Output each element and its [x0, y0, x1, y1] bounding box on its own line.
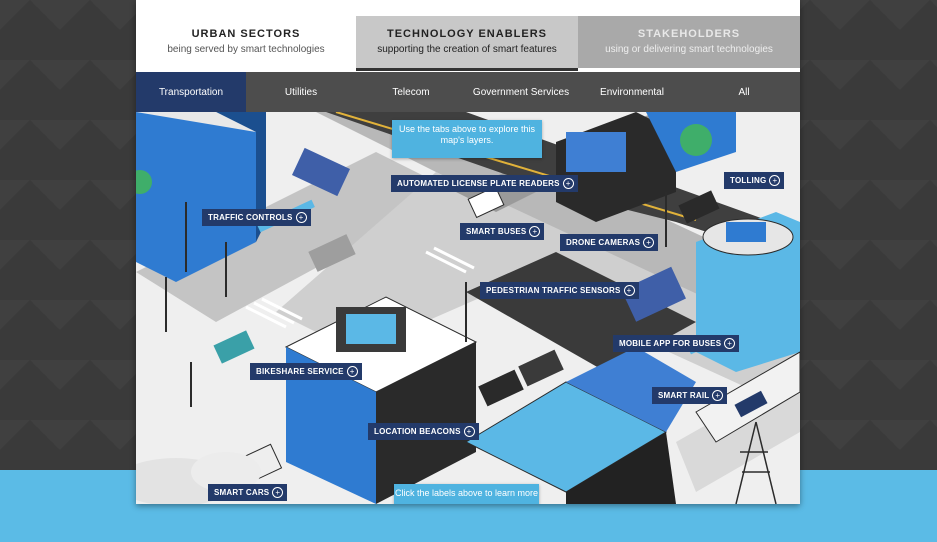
label-text: MOBILE APP FOR BUSES	[619, 339, 722, 348]
label-mobile-app-for-buses[interactable]: MOBILE APP FOR BUSES+	[613, 335, 740, 352]
tab-subtitle: supporting the creation of smart feature…	[377, 44, 557, 55]
plus-circle-icon: +	[724, 338, 736, 349]
label-traffic-controls[interactable]: TRAFFIC CONTROLS+	[202, 209, 311, 226]
plus-circle-icon: +	[623, 285, 635, 296]
tip-click-labels: Click the labels above to learn more	[394, 484, 539, 504]
city-illustration	[136, 112, 800, 504]
plus-circle-icon: +	[346, 366, 358, 377]
label-text: SMART BUSES	[466, 227, 527, 236]
label-text: PEDESTRIAN TRAFFIC SENSORS	[486, 286, 621, 295]
tab-title: STAKEHOLDERS	[637, 28, 741, 40]
smart-city-map-panel: URBAN SECTORS being served by smart tech…	[136, 0, 800, 504]
label-location-beacons[interactable]: LOCATION BEACONS+	[368, 423, 479, 440]
label-drone-cameras[interactable]: DRONE CAMERAS+	[560, 234, 659, 251]
label-text: TOLLING	[730, 176, 767, 185]
label-smart-rail[interactable]: SMART RAIL+	[652, 387, 728, 404]
label-text: BIKESHARE SERVICE	[256, 367, 344, 376]
label-text: DRONE CAMERAS	[566, 238, 641, 247]
tab-subtitle: being served by smart technologies	[167, 44, 325, 55]
plus-circle-icon: +	[272, 487, 284, 498]
plus-circle-icon: +	[643, 237, 655, 248]
tip-use-tabs: Use the tabs above to explore this map's…	[392, 120, 542, 158]
tab-urban-sectors[interactable]: URBAN SECTORS being served by smart tech…	[136, 16, 356, 68]
label-smart-cars[interactable]: SMART CARS+	[208, 484, 288, 501]
plus-circle-icon: +	[562, 178, 574, 189]
nav-tab-telecom[interactable]: Telecom	[392, 86, 430, 98]
plus-circle-icon: +	[295, 212, 307, 223]
tab-title: URBAN SECTORS	[191, 28, 301, 40]
nav-tab-all[interactable]: All	[738, 86, 750, 98]
nav-tab-utilities[interactable]: Utilities	[284, 86, 318, 98]
plus-circle-icon: +	[529, 226, 541, 237]
label-tolling[interactable]: TOLLING+	[724, 172, 785, 189]
label-text: SMART RAIL	[658, 391, 710, 400]
label-pedestrian-traffic-sensors[interactable]: PEDESTRIAN TRAFFIC SENSORS+	[480, 282, 639, 299]
plus-circle-icon: +	[712, 390, 724, 401]
tab-stakeholders[interactable]: STAKEHOLDERS using or delivering smart t…	[578, 16, 800, 68]
label-text: LOCATION BEACONS	[374, 427, 461, 436]
nav-tab-transportation[interactable]: Transportation	[136, 72, 246, 112]
label-text: SMART CARS	[214, 488, 270, 497]
tab-title: TECHNOLOGY ENABLERS	[387, 28, 547, 40]
tab-subtitle: using or delivering smart technologies	[605, 44, 773, 55]
label-text: AUTOMATED LICENSE PLATE READERS	[397, 179, 560, 188]
plus-circle-icon: +	[769, 175, 781, 186]
city-map: Use the tabs above to explore this map's…	[136, 112, 800, 504]
label-bikeshare-service[interactable]: BIKESHARE SERVICE+	[250, 363, 362, 380]
label-smart-buses[interactable]: SMART BUSES+	[460, 223, 545, 240]
tab-technology-enablers[interactable]: TECHNOLOGY ENABLERS supporting the creat…	[356, 16, 578, 71]
top-tab-bar: URBAN SECTORS being served by smart tech…	[136, 0, 800, 72]
nav-tab-government-services[interactable]: Government Services	[472, 86, 570, 98]
nav-tab-environmental[interactable]: Environmental	[600, 86, 664, 98]
layer-nav-bar: Transportation Utilities Telecom Governm…	[136, 72, 800, 112]
label-automated-license-plate-readers[interactable]: AUTOMATED LICENSE PLATE READERS+	[391, 175, 578, 192]
plus-circle-icon: +	[463, 426, 475, 437]
label-text: TRAFFIC CONTROLS	[208, 213, 293, 222]
